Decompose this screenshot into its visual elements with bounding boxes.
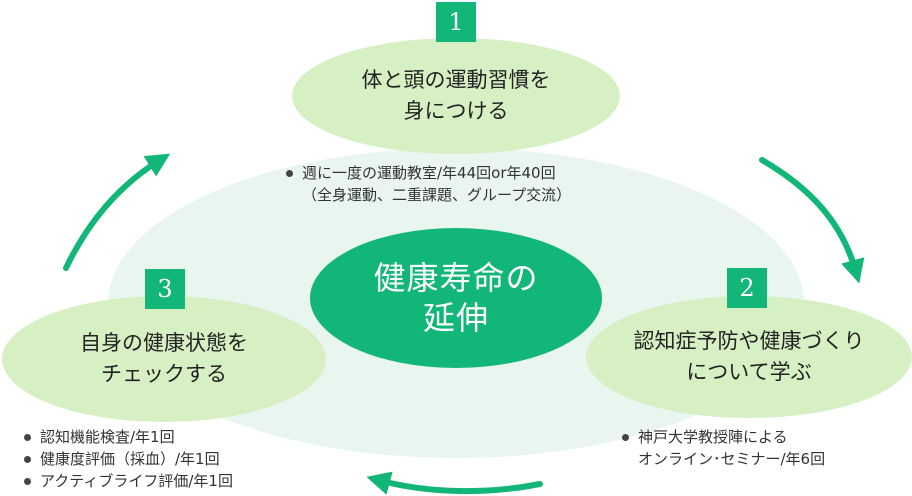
step-2-bubble: 認知症予防や健康づくり について学ぶ — [586, 296, 912, 418]
bullet-dot-icon — [24, 478, 31, 485]
list-item: アクティブライフ評価/年1回 — [20, 470, 233, 492]
step-1-bullet-list: 週に一度の運動教室/年44回or年40回 （全身運動、二重課題、グループ交流） — [282, 162, 571, 206]
arrow-1-to-2 — [759, 157, 865, 284]
list-item: 健康度評価（採血）/年1回 — [20, 448, 233, 470]
bullet-text-continued: オンライン･セミナー/年6回 — [638, 450, 826, 468]
list-item: 神戸大学教授陣による オンライン･セミナー/年6回 — [618, 426, 825, 470]
list-item: 認知機能検査/年1回 — [20, 426, 233, 448]
step-3-title-line1: 自身の健康状態を — [80, 331, 248, 355]
step-2-title-line2: について学ぶ — [686, 360, 812, 384]
bullet-text: 認知機能検査/年1回 — [40, 428, 175, 446]
arrow-3-to-1 — [63, 153, 171, 271]
step-3-number-badge: 3 — [145, 269, 185, 309]
list-item: 週に一度の運動教室/年44回or年40回 （全身運動、二重課題、グループ交流） — [282, 162, 571, 206]
bullet-text: 神戸大学教授陣による — [638, 428, 788, 446]
step-2-number-badge: 2 — [727, 268, 767, 308]
bullet-text: 健康度評価（採血）/年1回 — [40, 450, 220, 468]
bullet-dot-icon — [24, 456, 31, 463]
step-1-bubble: 体と頭の運動習慣を 身につける — [292, 38, 620, 154]
bullet-text: アクティブライフ評価/年1回 — [40, 472, 233, 490]
central-goal-line1: 健康寿命の — [373, 259, 539, 297]
step-1-number-badge: 1 — [436, 2, 476, 42]
step-1-title-line2: 身につける — [403, 99, 509, 123]
bullet-text: 週に一度の運動教室/年44回or年40回 — [302, 164, 556, 182]
step-1-title-line1: 体と頭の運動習慣を — [361, 68, 551, 92]
step-3-title-line2: チェックする — [101, 362, 227, 386]
central-goal: 健康寿命の 延伸 — [310, 228, 602, 368]
step-2-title-line1: 認知症予防や健康づくり — [633, 329, 865, 353]
bullet-text-continued: （全身運動、二重課題、グループ交流） — [302, 186, 572, 204]
central-goal-line2: 延伸 — [422, 299, 489, 337]
bullet-dot-icon — [622, 434, 629, 441]
step-2-bullet-list: 神戸大学教授陣による オンライン･セミナー/年6回 — [618, 426, 825, 470]
bullet-dot-icon — [24, 434, 31, 441]
step-3-bullet-list: 認知機能検査/年1回 健康度評価（採血）/年1回 アクティブライフ評価/年1回 — [20, 426, 233, 492]
bullet-dot-icon — [286, 170, 293, 177]
step-3-bubble: 自身の健康状態を チェックする — [2, 296, 326, 422]
arrow-2-to-3 — [366, 471, 543, 495]
